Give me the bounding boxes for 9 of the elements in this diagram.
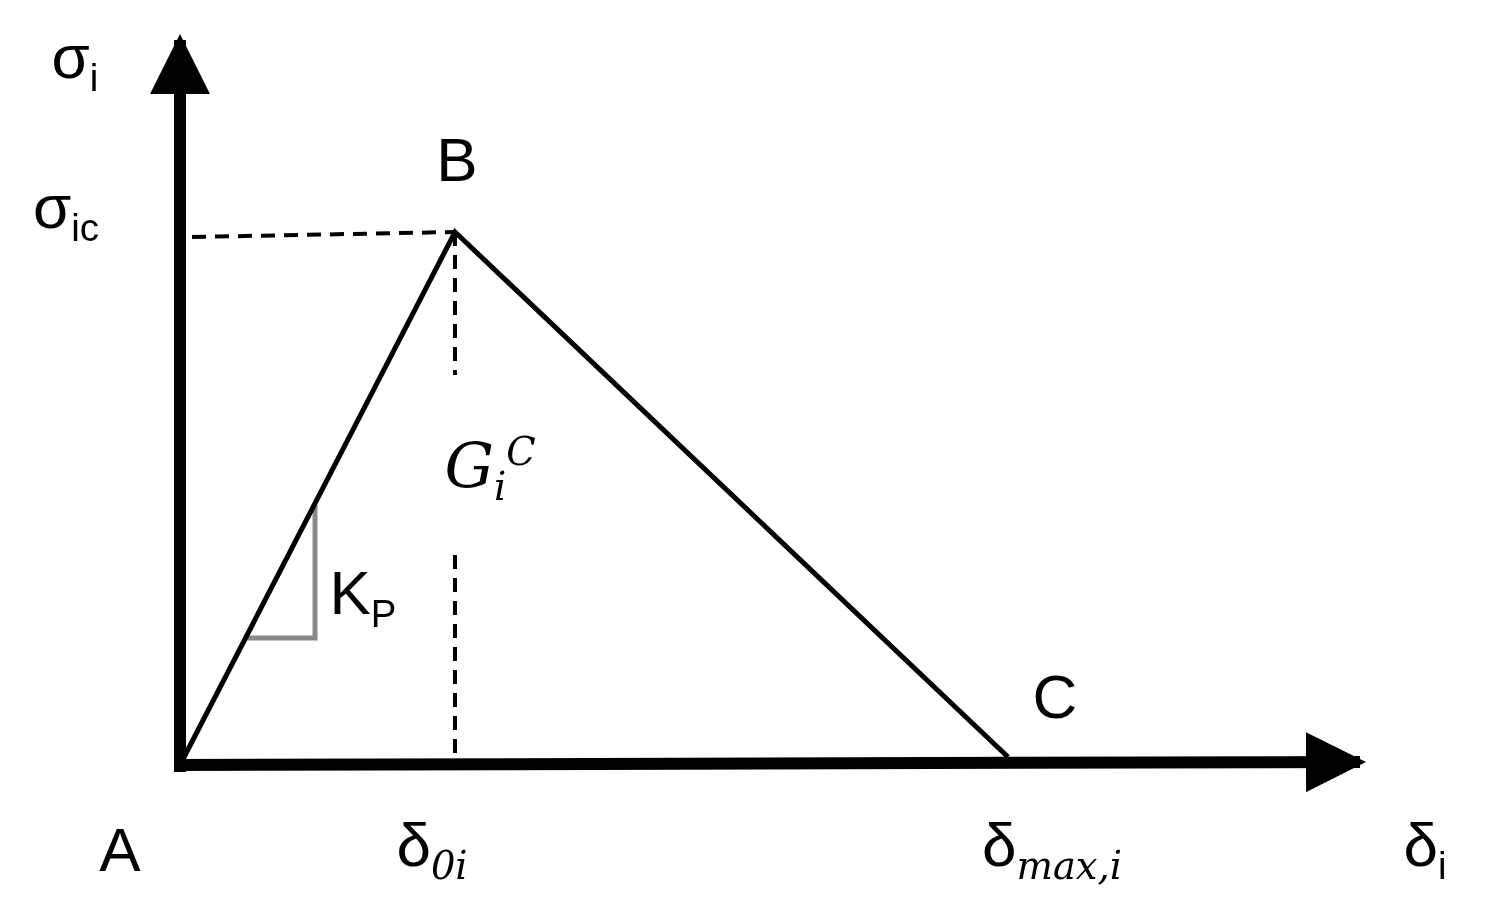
point-label: C	[1032, 666, 1078, 728]
axis-value-label: σ$_{ic}$	[33, 176, 99, 248]
axis-label: σ$_{i}$	[51, 26, 99, 98]
axis-label: δ$_{i}$	[1403, 814, 1447, 886]
point-label: B	[436, 129, 478, 191]
slope-label: K$_{P}$	[329, 562, 397, 634]
axis-value-label: δ$_{max,i}$	[982, 814, 1122, 886]
point-label: A	[99, 819, 141, 881]
axis-value-label: δ$_{0i}$	[396, 814, 468, 886]
